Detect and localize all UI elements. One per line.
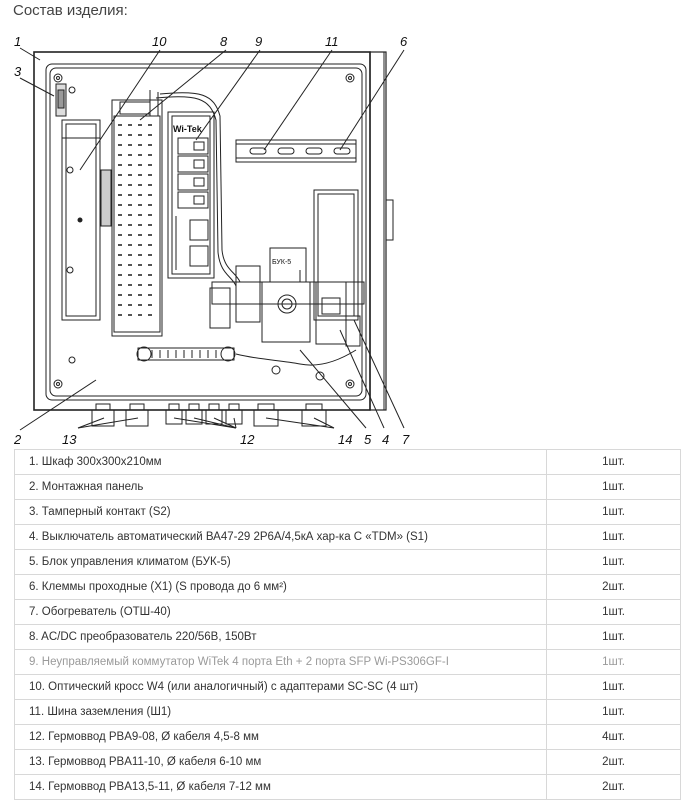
qty-cell: 1шт. — [546, 499, 681, 525]
qty-cell: 1шт. — [546, 599, 681, 625]
item-cell: 6. Клеммы проходные (Х1) (S провода до 6… — [14, 574, 547, 600]
climate-unit-label: БУК-5 — [272, 259, 291, 266]
table-row: 7. Обогреватель (ОТШ-40)1шт. — [14, 599, 681, 625]
qty-cell: 2шт. — [546, 574, 681, 600]
qty-cell: 2шт. — [546, 774, 681, 800]
qty-cell: 1шт. — [546, 524, 681, 550]
callout-7: 7 — [402, 432, 410, 447]
table-row: 3. Тамперный контакт (S2)1шт. — [14, 499, 681, 525]
callout-3: 3 — [14, 64, 22, 79]
table-row: 6. Клеммы проходные (Х1) (S провода до 6… — [14, 574, 681, 600]
item-cell: 7. Обогреватель (ОТШ-40) — [14, 599, 547, 625]
callout-2: 2 — [13, 432, 22, 447]
callout-11: 11 — [325, 34, 339, 49]
item-cell: 12. Гермоввод PBA9-08, Ø кабеля 4,5-8 мм — [14, 724, 547, 750]
callout-13: 13 — [62, 432, 77, 447]
callout-6: 6 — [400, 34, 408, 49]
callout-14: 14 — [338, 432, 352, 447]
callout-12: 12 — [240, 432, 255, 447]
item-cell: 5. Блок управления климатом (БУК-5) — [14, 549, 547, 575]
callout-5: 5 — [364, 432, 372, 447]
item-cell: 11. Шина заземления (Ш1) — [14, 699, 547, 725]
callout-4: 4 — [382, 432, 389, 447]
item-cell: 10. Оптический кросс W4 (или аналогичный… — [14, 674, 547, 700]
table-row: 14. Гермоввод PBA13,5-11, Ø кабеля 7-12 … — [14, 774, 681, 800]
item-cell: 3. Тамперный контакт (S2) — [14, 499, 547, 525]
qty-cell: 1шт. — [546, 699, 681, 725]
section-heading: Состав изделия: — [13, 2, 128, 19]
table-row: 10. Оптический кросс W4 (или аналогичный… — [14, 674, 681, 700]
item-cell: 2. Монтажная панель — [14, 474, 547, 500]
qty-cell: 1шт. — [546, 674, 681, 700]
cabinet-drawing: Wi-Tek БУК-5 1 3 10 8 9 11 6 2 13 12 14 … — [0, 20, 694, 450]
callout-8: 8 — [220, 34, 228, 49]
callout-10: 10 — [152, 34, 167, 49]
table-row: 12. Гермоввод PBA9-08, Ø кабеля 4,5-8 мм… — [14, 724, 681, 750]
qty-cell: 1шт. — [546, 449, 681, 475]
qty-cell: 2шт. — [546, 749, 681, 775]
table-row: 4. Выключатель автоматический ВА47-29 2Р… — [14, 524, 681, 550]
item-cell: 9. Неуправляемый коммутатор WiTek 4 порт… — [14, 649, 547, 675]
callout-1: 1 — [14, 34, 21, 49]
qty-cell: 1шт. — [546, 474, 681, 500]
item-cell: 14. Гермоввод PBA13,5-11, Ø кабеля 7-12 … — [14, 774, 547, 800]
table-row: 9. Неуправляемый коммутатор WiTek 4 порт… — [14, 649, 681, 675]
qty-cell: 4шт. — [546, 724, 681, 750]
table-row: 13. Гермоввод PBA11-10, Ø кабеля 6-10 мм… — [14, 749, 681, 775]
qty-cell: 1шт. — [546, 624, 681, 650]
table-row: 5. Блок управления климатом (БУК-5)1шт. — [14, 549, 681, 575]
callout-9: 9 — [255, 34, 262, 49]
qty-cell: 1шт. — [546, 549, 681, 575]
cabinet-drawing-svg: Wi-Tek БУК-5 1 3 10 8 9 11 6 2 13 12 14 … — [13, 34, 410, 447]
table-row: 11. Шина заземления (Ш1)1шт. — [14, 699, 681, 725]
switch-brand-label: Wi-Tek — [173, 124, 203, 134]
item-cell: 8. AC/DC преобразователь 220/56В, 150Вт — [14, 624, 547, 650]
item-cell: 4. Выключатель автоматический ВА47-29 2Р… — [14, 524, 547, 550]
qty-cell: 1шт. — [546, 649, 681, 675]
item-cell: 1. Шкаф 300х300х210мм — [14, 449, 547, 475]
item-cell: 13. Гермоввод PBA11-10, Ø кабеля 6-10 мм — [14, 749, 547, 775]
